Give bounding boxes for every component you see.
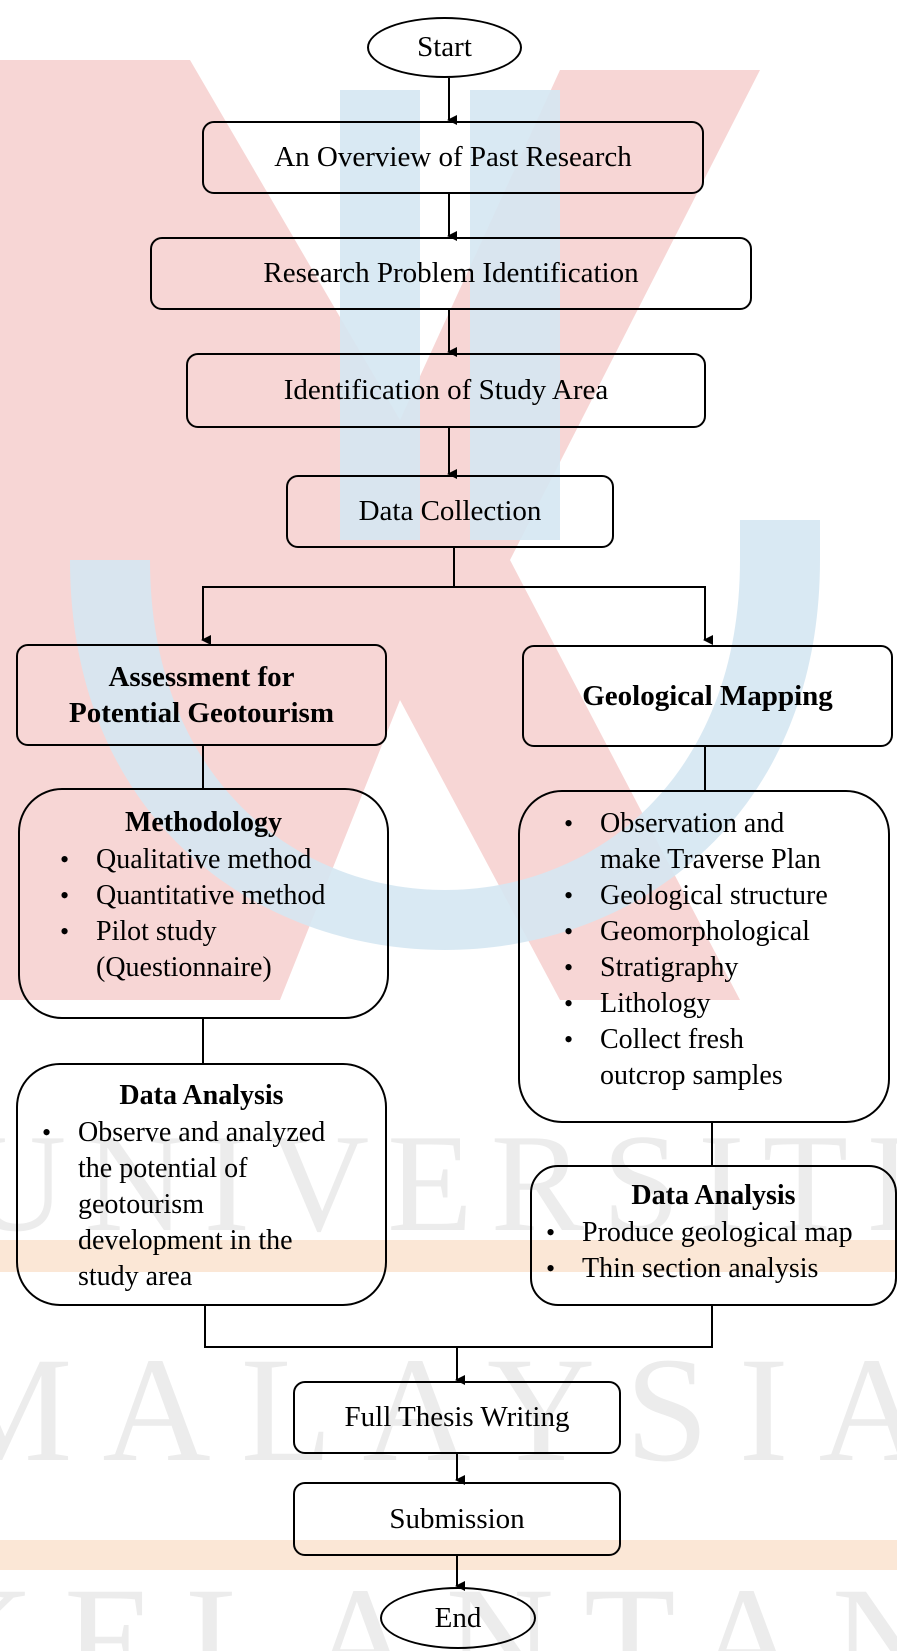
problem-box: Research Problem Identification xyxy=(150,237,752,310)
mapping-step-structure: Geological structure xyxy=(564,878,888,914)
end-label: End xyxy=(434,1601,482,1634)
methodology-title: Methodology xyxy=(124,807,283,838)
thesis-writing-box: Full Thesis Writing xyxy=(293,1381,621,1454)
data-analysis-left-box: Data Analysis Observe and analyzed the p… xyxy=(16,1063,387,1306)
problem-label: Research Problem Identification xyxy=(263,257,639,289)
mapping-step-collect-cont: outcrop samples xyxy=(600,1060,783,1091)
geological-mapping-label: Geological Mapping xyxy=(582,679,833,712)
arrow-collection-to-assessment xyxy=(201,586,454,645)
data-analysis-right-title: Data Analysis xyxy=(631,1180,796,1211)
line-left-merge xyxy=(204,1306,713,1348)
data-analysis-left-line-3: geotourism xyxy=(78,1189,204,1220)
overview-label: An Overview of Past Research xyxy=(274,141,632,173)
mapping-step-observation-cont: make Traverse Plan xyxy=(600,844,821,875)
geological-mapping-box: Geological Mapping xyxy=(522,645,893,747)
data-analysis-right-item-thin: Thin section analysis xyxy=(546,1251,895,1287)
end-node: End xyxy=(380,1587,536,1649)
data-analysis-right-item-map: Produce geological map xyxy=(546,1215,895,1251)
start-node: Start xyxy=(367,17,522,78)
assessment-label-line1: Assessment for xyxy=(108,661,295,693)
study-area-box: Identification of Study Area xyxy=(186,353,706,428)
submission-box: Submission xyxy=(293,1482,621,1556)
assessment-label-line2: Potential Geotourism xyxy=(69,697,334,729)
assessment-box: Assessment for Potential Geotourism xyxy=(16,644,387,746)
data-analysis-left-line-2: the potential of xyxy=(78,1153,248,1184)
methodology-item-pilot-cont: (Questionnaire) xyxy=(96,952,272,983)
mapping-step-stratigraphy: Stratigraphy xyxy=(564,950,888,986)
methodology-item-quantitative: Quantitative method xyxy=(60,878,387,914)
methodology-item-qualitative: Qualitative method xyxy=(60,842,387,878)
start-label: Start xyxy=(417,31,472,63)
submission-label: Submission xyxy=(389,1502,525,1535)
methodology-box: Methodology Qualitative method Quantitat… xyxy=(18,788,389,1019)
study-area-label: Identification of Study Area xyxy=(283,374,609,406)
data-analysis-left-line-5: study area xyxy=(78,1261,193,1292)
mapping-step-lithology: Lithology xyxy=(564,986,888,1022)
mapping-step-geomorphological: Geomorphological xyxy=(564,914,888,950)
data-collection-box: Data Collection xyxy=(286,475,614,548)
methodology-item-pilot: Pilot study xyxy=(60,914,387,950)
data-collection-label: Data Collection xyxy=(358,495,542,527)
data-analysis-left-title: Data Analysis xyxy=(119,1080,284,1111)
mapping-steps-box: Observation and make Traverse Plan Geolo… xyxy=(518,790,890,1123)
data-analysis-right-box: Data Analysis Produce geological map Thi… xyxy=(530,1165,897,1306)
data-analysis-left-line-1: Observe and analyzed xyxy=(42,1115,385,1151)
mapping-step-observation: Observation and xyxy=(564,806,888,842)
thesis-writing-label: Full Thesis Writing xyxy=(344,1401,570,1433)
data-analysis-left-line-4: development in the xyxy=(78,1225,293,1256)
overview-box: An Overview of Past Research xyxy=(202,121,704,194)
mapping-step-collect: Collect fresh xyxy=(564,1022,888,1058)
arrow-collection-to-mapping xyxy=(454,586,713,645)
